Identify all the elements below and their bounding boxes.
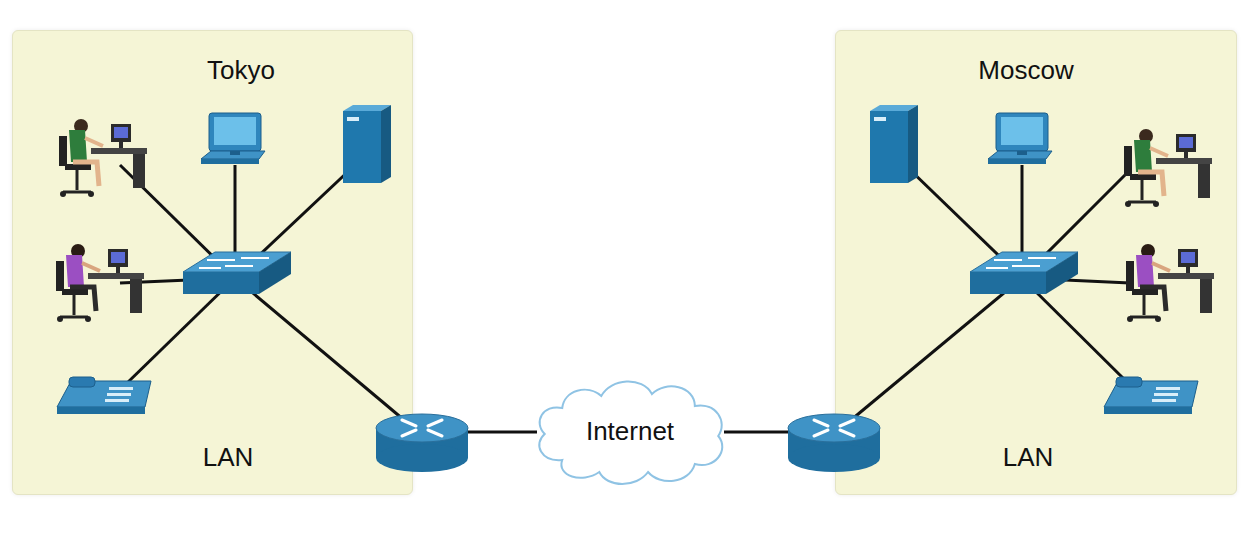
lan-cables (120, 165, 1130, 425)
router-icon (788, 414, 880, 472)
text-slot: LAN (1003, 443, 1054, 473)
ip-phone-icon (57, 377, 151, 414)
internet-cloud: Internet (533, 372, 728, 492)
lan-panel: MoscowLAN (835, 30, 1237, 495)
switch-icon (183, 252, 291, 294)
text-slot: Tokyo (207, 56, 275, 86)
network-label: LAN (1003, 443, 1054, 473)
text-slot: Moscow (978, 56, 1073, 86)
site-name: Tokyo (207, 56, 275, 86)
router-icon (376, 414, 468, 472)
network-label: Internet (586, 417, 674, 447)
server-icon (343, 105, 391, 183)
network-label: LAN (203, 443, 254, 473)
workstation-user (59, 119, 147, 197)
text-slot: LAN (203, 443, 254, 473)
site-name: Moscow (978, 56, 1073, 86)
server-icon (870, 105, 918, 183)
workstation-user (56, 244, 144, 322)
workstation-user (1124, 129, 1212, 207)
wan-link (724, 431, 835, 434)
wan-link (413, 431, 537, 434)
text-slot: Internet (586, 417, 674, 447)
lan-panel: TokyoLAN (12, 30, 413, 495)
pc-icon (201, 113, 265, 164)
workstation-user (1126, 244, 1214, 322)
switch-icon (970, 252, 1078, 294)
pc-icon (988, 113, 1052, 164)
ip-phone-icon (1104, 377, 1198, 414)
